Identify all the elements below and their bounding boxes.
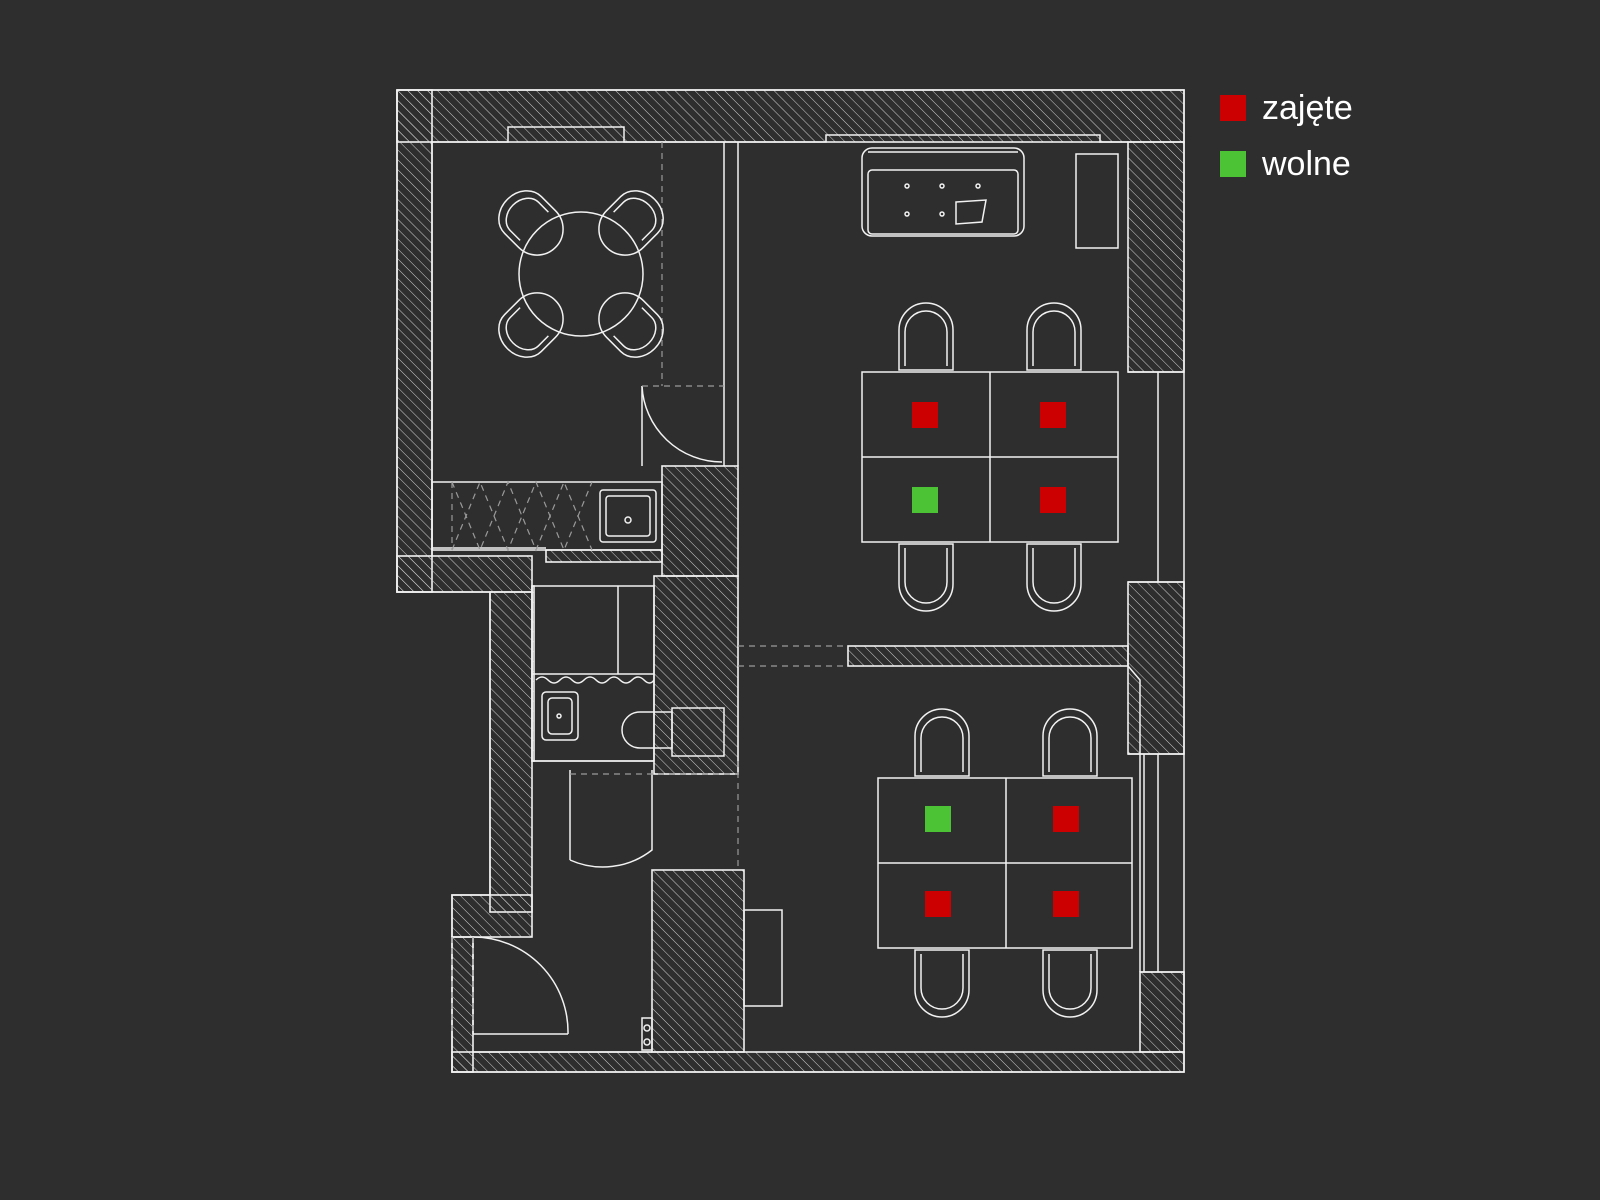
sofa — [861, 147, 1025, 237]
office-chairs — [898, 302, 1098, 1018]
desk-status-marker[interactable] — [925, 806, 951, 832]
desk-status-marker[interactable] — [1040, 487, 1066, 513]
desk-status-marker[interactable] — [912, 402, 938, 428]
wall-top — [396, 89, 1185, 143]
sideboard — [1075, 153, 1119, 249]
occupied-swatch — [1220, 95, 1246, 121]
wall-partition-horizontal — [847, 645, 1129, 667]
office-chair — [898, 302, 954, 371]
wall-right-lower — [1139, 971, 1185, 1053]
legend: zajęte wolne — [1220, 80, 1353, 192]
dashed-lines — [451, 142, 848, 1034]
wall-left-middle — [489, 591, 533, 913]
chair — [598, 292, 664, 358]
desk-cluster-lower — [877, 777, 1133, 949]
chair — [498, 190, 564, 256]
chair — [598, 190, 664, 256]
free-label: wolne — [1262, 144, 1351, 183]
office-chair — [1042, 949, 1098, 1018]
desk-status-marker[interactable] — [1053, 806, 1079, 832]
wall-core — [653, 575, 739, 775]
desk-status-markers — [912, 402, 1079, 917]
walls — [396, 89, 1185, 1073]
office-chair — [1026, 543, 1082, 612]
desk-status-marker[interactable] — [1053, 891, 1079, 917]
wall-bottom — [451, 1051, 1185, 1073]
wall-center-lower — [651, 869, 745, 1053]
wall-right-middle — [1127, 581, 1185, 755]
office-chair — [914, 949, 970, 1018]
occupied-label: zajęte — [1262, 88, 1353, 127]
office-chair — [1026, 302, 1082, 371]
office-chair — [914, 708, 970, 777]
office-chair — [1042, 708, 1098, 777]
wall-center-upper — [661, 465, 739, 577]
wall-left-step — [396, 555, 533, 593]
wall-right-upper — [1127, 141, 1185, 373]
dining-set — [498, 190, 664, 358]
desk-status-marker[interactable] — [1040, 402, 1066, 428]
round-table — [518, 211, 644, 337]
wall-kitchen-base — [545, 549, 663, 563]
wall-left-lower-step — [451, 894, 533, 938]
office-chair — [898, 543, 954, 612]
legend-free: wolne — [1220, 136, 1353, 192]
desk-status-marker[interactable] — [912, 487, 938, 513]
legend-occupied: zajęte — [1220, 80, 1353, 136]
interior-lines — [396, 89, 1185, 1073]
free-swatch — [1220, 151, 1246, 177]
chair — [498, 292, 564, 358]
desk-status-marker[interactable] — [925, 891, 951, 917]
desk-cluster-upper — [861, 371, 1119, 543]
wall-left-upper — [396, 89, 433, 593]
